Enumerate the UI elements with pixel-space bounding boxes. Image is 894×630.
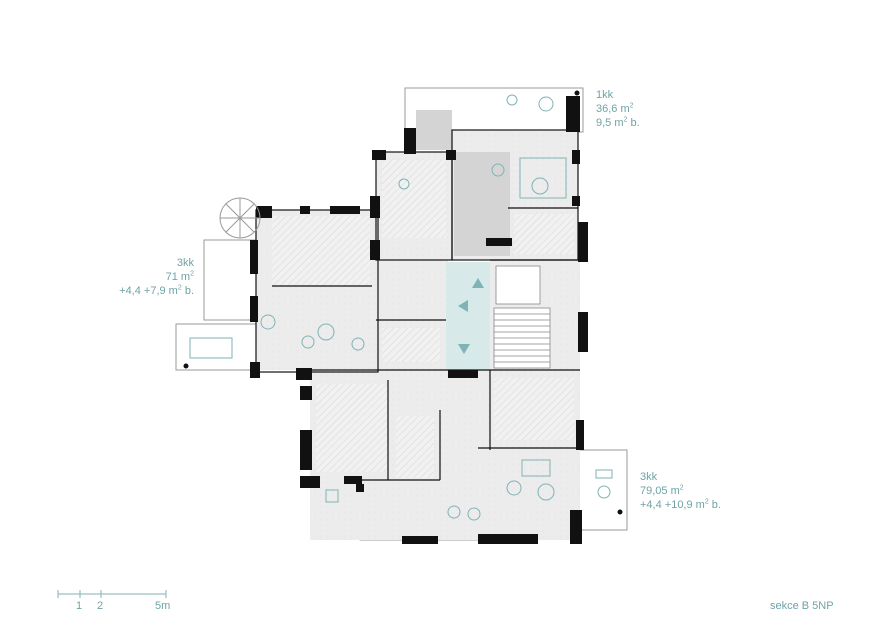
label-3kk-left: 3kk 71 m2 +4,4 +7,9 m2 b. bbox=[96, 256, 194, 298]
balcony-left-upper bbox=[203, 239, 257, 321]
arrow-down bbox=[458, 344, 470, 354]
room-bath-1 bbox=[382, 328, 440, 362]
dots bbox=[183, 90, 623, 515]
section-label: sekce B 5NP bbox=[770, 600, 834, 612]
balcony-right-bottom bbox=[574, 449, 628, 531]
unit-area: 79,05 m2 bbox=[640, 484, 684, 497]
stair-core bbox=[446, 262, 490, 370]
thin-walls bbox=[255, 129, 580, 481]
room-bedroom-left bbox=[272, 216, 370, 286]
arrow-left bbox=[458, 300, 468, 312]
unit-balcony: 9,5 m2 b. bbox=[596, 116, 640, 129]
room-kitchen-grey bbox=[416, 110, 452, 150]
unit-name: 3kk bbox=[176, 257, 194, 269]
label-3kk-right: 3kk 79,05 m2 +4,4 +10,9 m2 b. bbox=[640, 470, 721, 512]
unit-area: 71 m2 bbox=[165, 270, 194, 283]
hatched-rooms bbox=[272, 160, 574, 478]
staircase bbox=[493, 265, 551, 369]
room-bedroom-bottom-right bbox=[494, 378, 574, 440]
room-bath-2 bbox=[396, 416, 434, 478]
room-bedroom-mid bbox=[382, 160, 446, 238]
room-bedroom-bottom-left bbox=[316, 384, 388, 472]
arrow-up bbox=[472, 278, 484, 288]
unit-name: 1kk bbox=[596, 89, 614, 101]
unit-balcony: +4,4 +7,9 m2 b. bbox=[119, 284, 194, 297]
unit-balcony: +4,4 +10,9 m2 b. bbox=[640, 498, 721, 511]
scale-label-5m: 5m bbox=[155, 600, 171, 612]
unit-area: 36,6 m2 bbox=[596, 102, 634, 115]
balcony-left-lower bbox=[175, 323, 259, 371]
room-bath-3 bbox=[514, 214, 574, 254]
scale-label-2: 2 bbox=[97, 600, 104, 612]
thick-walls bbox=[250, 96, 588, 544]
scale-bar bbox=[57, 590, 167, 598]
unit-name: 3kk bbox=[640, 471, 658, 483]
furniture bbox=[189, 94, 613, 521]
scale-label-1: 1 bbox=[76, 600, 83, 612]
label-1kk: 1kk 36,6 m2 9,5 m2 b. bbox=[596, 88, 640, 130]
